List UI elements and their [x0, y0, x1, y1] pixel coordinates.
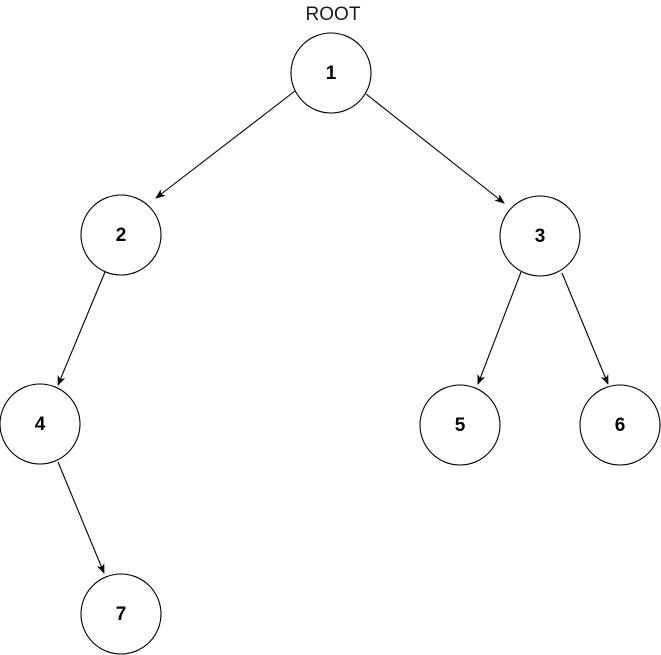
- node-label-4: 4: [35, 414, 46, 435]
- node-circle-3[interactable]: [499, 195, 581, 277]
- node-circle-6[interactable]: [579, 384, 661, 466]
- node-label-5: 5: [455, 415, 466, 436]
- edge-2-to-4: [57, 271, 106, 386]
- tree-node-5[interactable]: 5: [419, 384, 501, 466]
- node-circle-2[interactable]: [80, 194, 162, 276]
- node-label-2: 2: [116, 225, 127, 246]
- edge-group: [57, 90, 609, 574]
- node-label-1: 1: [326, 63, 337, 84]
- node-label-6: 6: [615, 415, 626, 436]
- tree-node-6[interactable]: 6: [579, 384, 661, 466]
- node-circle-4[interactable]: [0, 383, 81, 465]
- tree-node-4[interactable]: 4: [0, 383, 81, 465]
- edge-3-to-5: [477, 271, 522, 385]
- tree-node-3[interactable]: 3: [499, 195, 581, 277]
- node-circle-7[interactable]: [80, 573, 162, 655]
- edge-1-to-3: [365, 93, 505, 204]
- edge-4-to-7: [57, 461, 105, 574]
- tree-node-2[interactable]: 2: [80, 194, 162, 276]
- root-annotation-label: ROOT: [306, 4, 361, 25]
- node-circle-5[interactable]: [419, 384, 501, 466]
- tree-node-1[interactable]: 1: [290, 32, 372, 114]
- edge-1-to-2: [155, 90, 296, 199]
- edge-3-to-6: [561, 272, 609, 385]
- node-circle-1[interactable]: [290, 32, 372, 114]
- node-group: 1 2 3 4 5 6 7: [0, 32, 661, 655]
- node-label-3: 3: [535, 226, 546, 247]
- node-label-7: 7: [116, 604, 127, 625]
- tree-node-7[interactable]: 7: [80, 573, 162, 655]
